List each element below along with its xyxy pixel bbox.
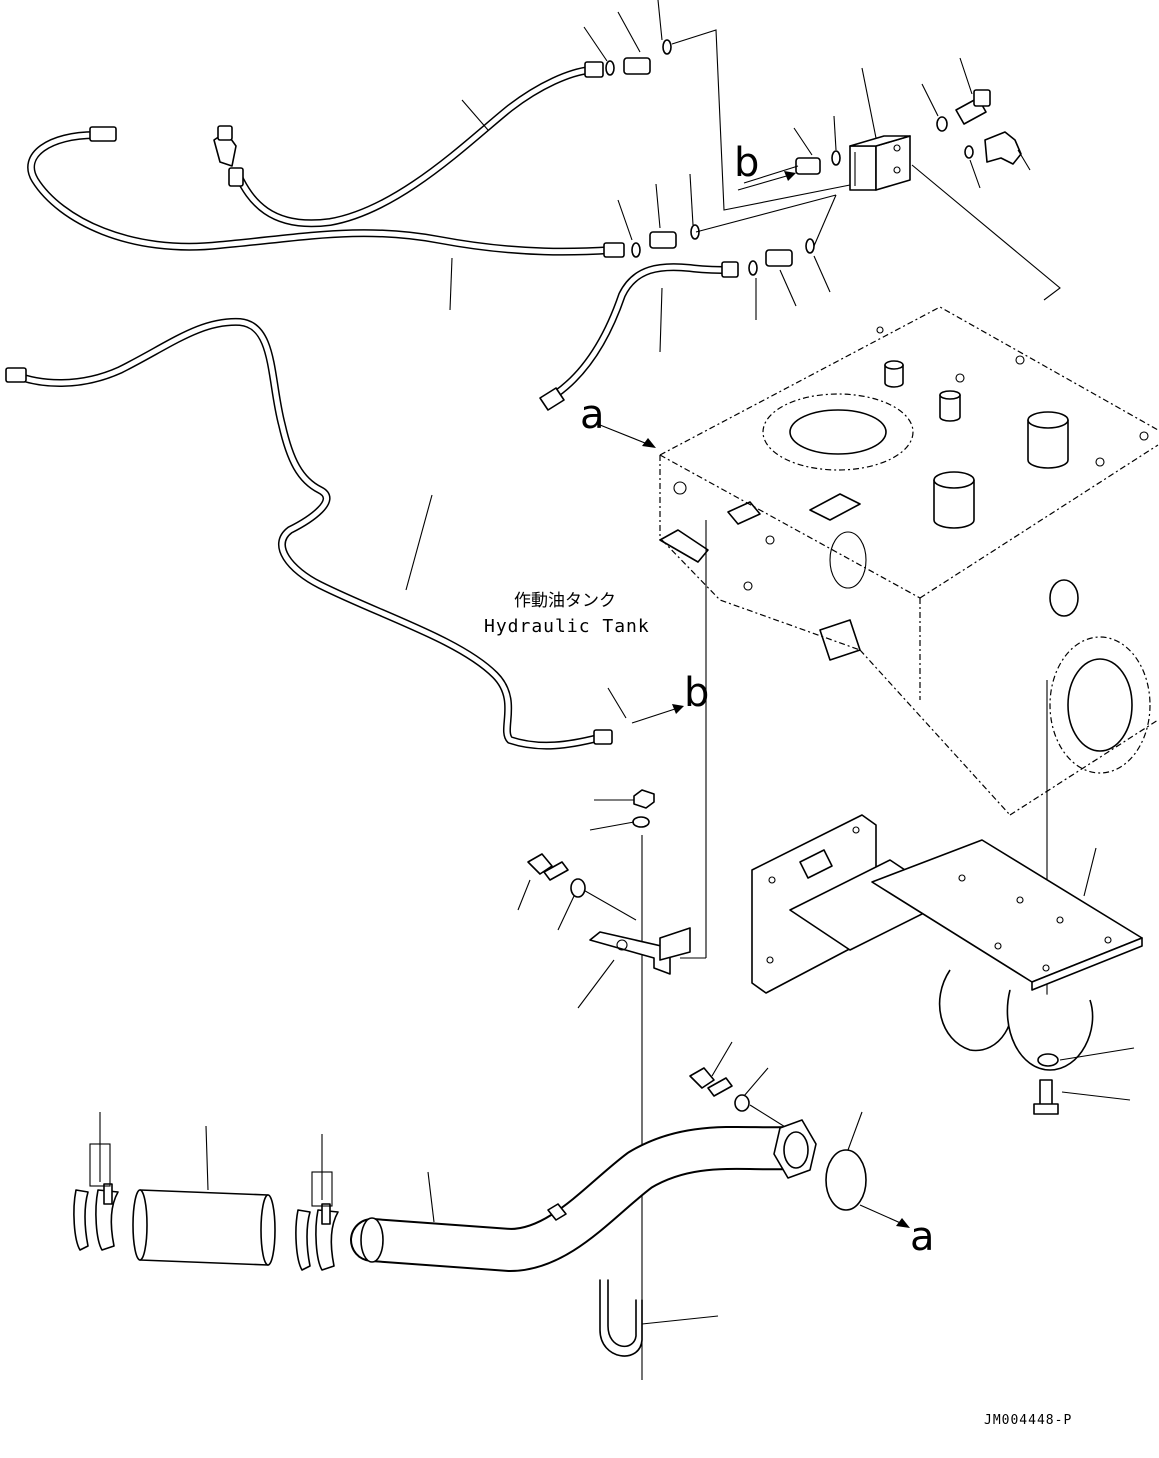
ref-label-a-top: a (580, 392, 605, 438)
tank-label-jp: 作動油タンク (514, 591, 616, 611)
ref-label-b-top: b (734, 140, 759, 186)
leader-lines (89, 0, 1135, 1325)
pipe-cap (825, 1149, 867, 1211)
connector-hose (132, 1189, 276, 1266)
routing-lines (579, 29, 1061, 1380)
hose-upper-long (27, 126, 625, 258)
ref-label-a-bottom: a (910, 1214, 935, 1260)
small-bracket (589, 927, 691, 975)
fitting-adapter-top-2 (631, 224, 700, 258)
drawing-code: JM004448-P (984, 1413, 1072, 1428)
tank-label-en: Hydraulic Tank (484, 616, 650, 637)
fasteners (527, 789, 1059, 1115)
fitting-adapter-top-1 (605, 39, 672, 76)
mount-bracket (751, 814, 1143, 1071)
hydraulic-tank (659, 306, 1159, 816)
hose-clamp-left (73, 1183, 119, 1251)
ref-label-b-left: b (684, 670, 709, 716)
hose-long-loop (5, 317, 613, 750)
hose-clamp-right (295, 1203, 339, 1271)
junction-block (849, 135, 911, 191)
exhaust-pipe (350, 1119, 817, 1272)
fitting-adapter-mid (748, 238, 815, 276)
u-bolt (599, 1279, 643, 1357)
fitting-adapter-b (795, 150, 841, 175)
fitting-bolt-top-right (936, 89, 991, 132)
hose-upper-short (539, 261, 739, 411)
fitting-elbow-top-right (964, 131, 1022, 165)
reference-arrows (599, 171, 910, 1228)
hose-upper-right (213, 61, 604, 228)
